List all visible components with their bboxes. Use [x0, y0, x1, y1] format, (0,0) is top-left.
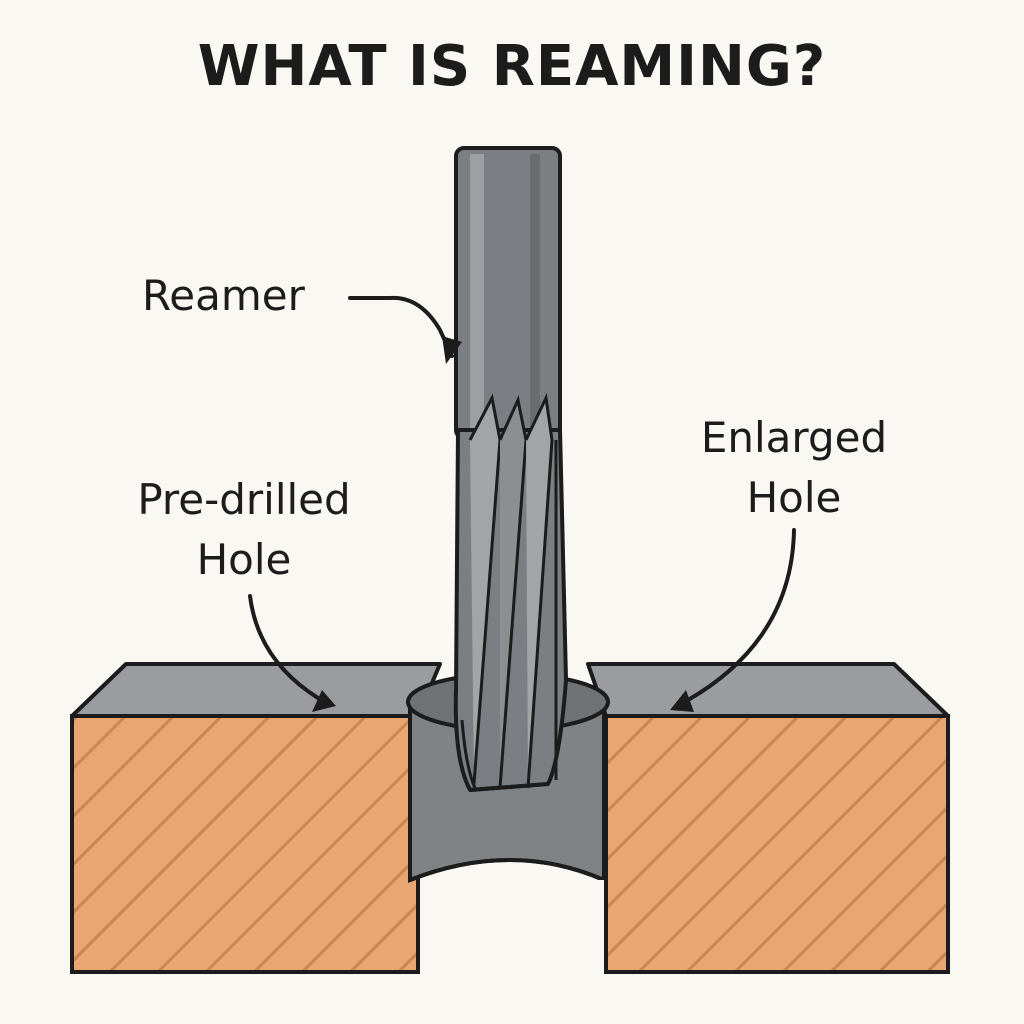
reamer-leader-arrow — [348, 295, 462, 364]
enlarged-hole-label-line1: Enlarged — [700, 413, 888, 462]
pre-drilled-leader-arrow — [248, 594, 336, 712]
workpiece-left-top — [70, 662, 442, 718]
workpiece-right-front — [604, 714, 950, 974]
enlarged-hole-label: Enlarged Hole — [664, 408, 924, 528]
workpiece-right-top — [586, 662, 950, 718]
reamer-label: Reamer — [142, 271, 305, 320]
workpiece-right — [586, 662, 950, 974]
enlarged-hole-label-line2: Hole — [746, 473, 842, 522]
pre-drilled-hole-label-line2: Hole — [196, 535, 292, 584]
reamer-tool — [453, 146, 568, 792]
workpiece-left — [70, 662, 442, 974]
diagram-title: WHAT IS REAMING? — [197, 34, 827, 99]
enlarged-leader-arrow — [670, 528, 796, 712]
workpiece-left-front — [70, 714, 420, 974]
hole-bore-bottom-edge — [409, 858, 605, 882]
pre-drilled-hole-label-line1: Pre-drilled — [137, 475, 351, 524]
pre-drilled-hole-label: Pre-drilled Hole — [104, 470, 384, 590]
hole-gap-below — [419, 880, 605, 972]
